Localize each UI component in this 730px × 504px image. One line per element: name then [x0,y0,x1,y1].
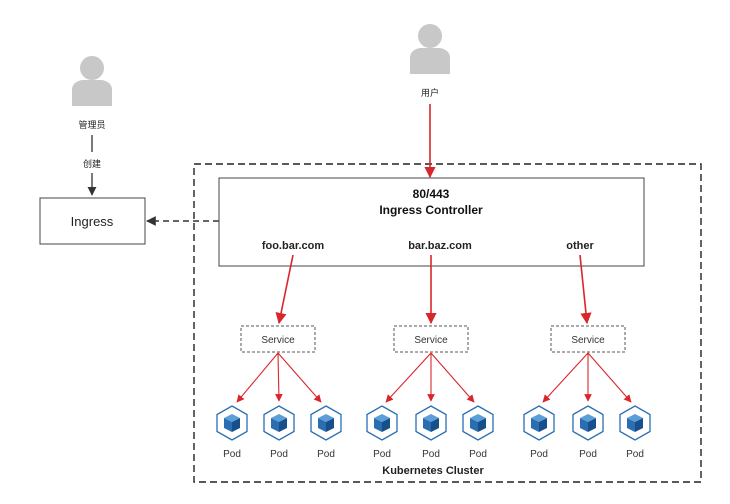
service-pod-arrow [542,352,589,403]
controller-title: Ingress Controller [379,203,483,217]
pod-label: Pod [422,449,440,460]
pod-label: Pod [270,449,288,460]
pod-icon [263,405,295,441]
pod-icon [216,405,248,441]
user-icon [410,24,450,74]
create-label: 创建 [83,158,101,169]
service-box-bar [393,325,469,353]
route-arrow-other [579,254,592,325]
ingress-box [39,197,146,245]
pod-label: Pod [223,449,241,460]
service-label-foo: Service [261,335,295,346]
admin-label: 管理员 [78,119,105,130]
service-label-other: Service [571,335,605,346]
pod-icon [310,405,342,441]
ingress-label: Ingress [71,214,114,229]
route-host-other: other [566,240,594,252]
pod-label: Pod [317,449,335,460]
pod-icon [572,405,604,441]
service-pod-arrow [430,352,475,403]
pod-icon [619,405,651,441]
route-host-bar: bar.baz.com [408,240,472,252]
cluster-label: Kubernetes Cluster [382,465,484,477]
pod-label: Pod [626,449,644,460]
pod-icon [523,405,555,441]
pod-label: Pod [530,449,548,460]
service-box-other [550,325,626,353]
pod-icon [462,405,494,441]
kubernetes-cluster-boundary [193,163,702,483]
service-pod-arrow [277,352,322,403]
pod-icon [415,405,447,441]
service-pod-arrow [236,352,279,403]
service-pod-arrow [385,352,432,403]
admin-icon [72,56,112,106]
service-pod-arrow [275,352,283,402]
controller-port: 80/443 [413,187,450,201]
pod-label: Pod [579,449,597,460]
route-host-foo: foo.bar.com [262,240,325,252]
service-box-foo [240,325,316,353]
pod-icon [366,405,398,441]
service-pod-arrow [587,352,632,403]
pod-label: Pod [373,449,391,460]
user-label: 用户 [421,87,439,98]
pod-label: Pod [469,449,487,460]
route-arrow-foo [275,254,294,325]
service-label-bar: Service [414,335,448,346]
